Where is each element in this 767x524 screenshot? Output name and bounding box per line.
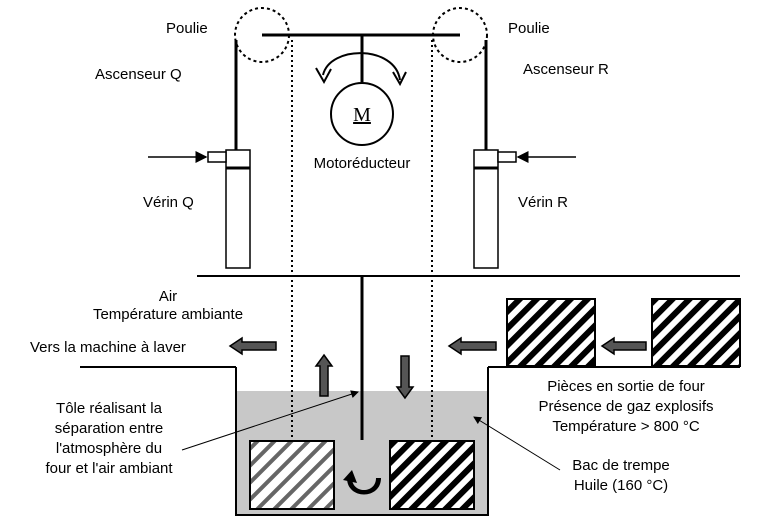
label-ascenseur-q: Ascenseur Q	[95, 66, 182, 83]
rotation-arrowhead-left	[315, 67, 332, 85]
label-temperature-ambiante: Température ambiante	[93, 306, 243, 323]
cylinder-r-body	[473, 149, 499, 269]
motor-circle	[330, 82, 394, 146]
transfer-curved-arrow	[347, 478, 381, 495]
arrow-to-washer	[228, 336, 277, 356]
transfer-curved-arrowhead	[343, 470, 357, 483]
label-bac-1: Bac de trempe	[572, 457, 670, 474]
label-pieces-1: Pièces en sortie de four	[547, 378, 705, 395]
rotation-arrow	[322, 52, 401, 81]
label-tole-2: séparation entre	[55, 420, 163, 437]
label-tole-3: l'atmosphère du	[56, 440, 162, 457]
label-tole-4: four et l'air ambiant	[45, 460, 173, 477]
label-verin-r: Vérin R	[518, 194, 568, 211]
label-ascenseur-r: Ascenseur R	[523, 61, 609, 78]
label-pieces-3: Température > 800 °C	[552, 418, 699, 435]
label-air: Air	[159, 288, 177, 305]
arrow-into-lift	[447, 336, 497, 356]
cylinder-q	[148, 149, 251, 269]
leader-bac	[473, 416, 561, 471]
part-from-furnace-1	[506, 298, 596, 367]
part-in-oil-dark	[389, 440, 475, 510]
leader-tole	[181, 390, 359, 451]
label-pieces-2: Présence de gaz explosifs	[538, 398, 713, 415]
label-tole-1: Tôle réalisant la	[56, 400, 163, 417]
motor-symbol: M	[353, 104, 371, 126]
rotation-arrowhead-right	[392, 71, 407, 87]
arrow-up	[314, 353, 334, 397]
label-bac-2: Huile (160 °C)	[574, 477, 668, 494]
label-poulie-left: Poulie	[166, 20, 208, 37]
tank-wall	[235, 367, 489, 516]
label-vers-machine: Vers la machine à laver	[30, 339, 186, 356]
label-poulie-right: Poulie	[508, 20, 550, 37]
cylinder-q-body	[225, 149, 251, 269]
label-motoreducteur: Motoréducteur	[314, 155, 411, 172]
part-in-oil-light	[249, 440, 335, 510]
arrow-part-advance	[600, 336, 647, 356]
cylinder-r	[473, 149, 576, 269]
arrow-down	[395, 355, 415, 400]
label-verin-q: Vérin Q	[143, 194, 194, 211]
part-from-furnace-2	[651, 298, 741, 367]
